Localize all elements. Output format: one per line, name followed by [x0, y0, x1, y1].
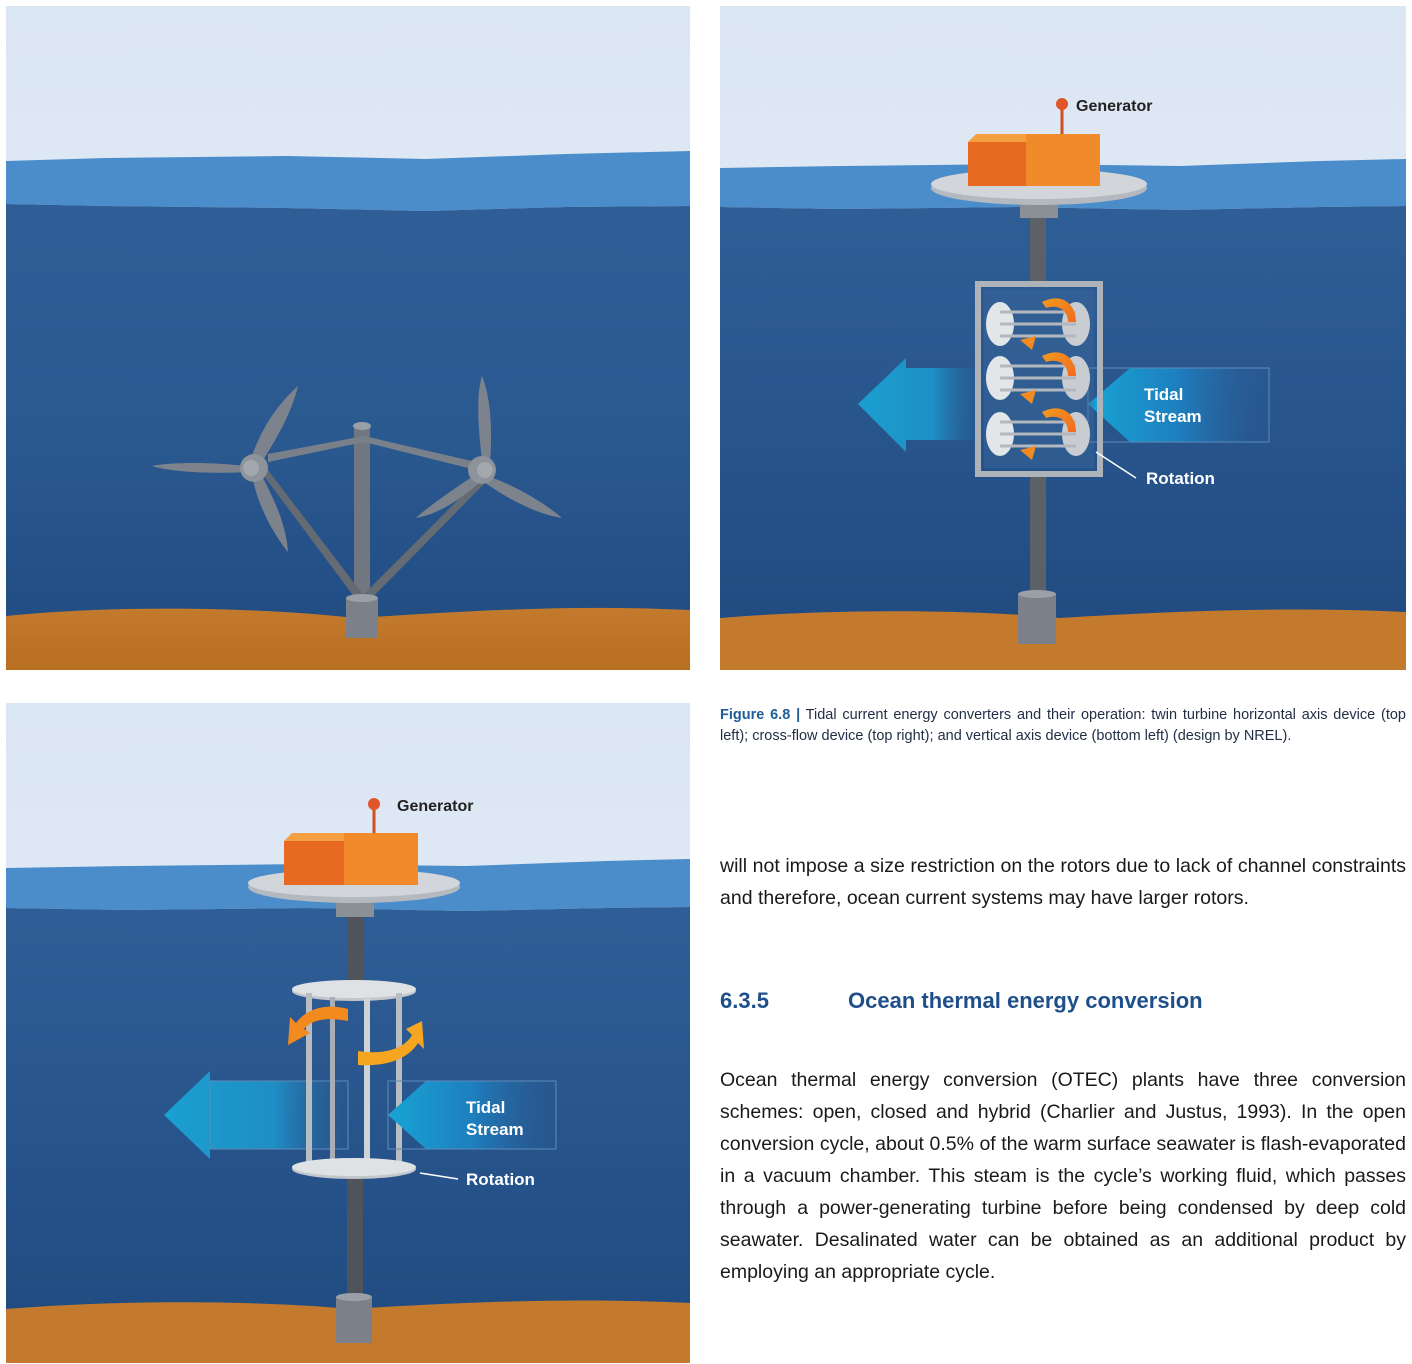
rotation-arrows: [288, 1006, 424, 1066]
seabed: [6, 607, 690, 670]
rotor-2: [986, 352, 1090, 404]
rotation-leader-line: [419, 1172, 459, 1180]
figure-panel-vertical-axis: Generator Tidal Stream Rotation: [6, 703, 690, 1363]
section-title: Ocean thermal energy conversion: [848, 988, 1203, 1013]
rotor-1: [986, 298, 1090, 350]
vertical-rotor-cage: [292, 980, 416, 1167]
tidal-stream-label-line2: Stream: [466, 1120, 524, 1139]
tidal-stream-label-line2: Stream: [1144, 407, 1202, 426]
tidal-stream-arrow: [1087, 367, 1270, 443]
paragraph-otec: Ocean thermal energy conversion (OTEC) p…: [720, 1069, 1406, 1283]
figure-number: Figure 6.8 |: [720, 707, 801, 723]
tidal-stream-label-line1: Tidal: [466, 1098, 505, 1117]
seabed: [720, 609, 1406, 670]
rotation-label: Rotation: [1146, 469, 1215, 488]
outflow-arrow: [858, 358, 984, 452]
figure-caption: Figure 6.8 | Tidal current energy conver…: [720, 705, 1406, 747]
tidal-stream-arrow: [387, 1080, 557, 1150]
section-heading: 6.3.5 Ocean thermal energy conversion: [720, 988, 1203, 1014]
right-rotor: [416, 376, 562, 518]
cross-flow-frame: [975, 281, 1103, 477]
sea-surface: [6, 151, 690, 211]
outflow-arrow: [164, 1071, 349, 1159]
paragraph-continuation: will not impose a size restriction on th…: [720, 855, 1406, 909]
generator-unit: [931, 98, 1147, 218]
rotor-3: [986, 408, 1090, 460]
tidal-stream-label-line1: Tidal: [1144, 385, 1183, 404]
caption-text: Tidal current energy converters and thei…: [720, 707, 1406, 744]
rotation-label: Rotation: [466, 1170, 535, 1189]
rotation-leader-line: [1095, 451, 1137, 479]
figure-panel-cross-flow: Generator Tidal Stream: [720, 6, 1406, 670]
left-rotor: [152, 386, 298, 552]
turbine-structure: [264, 422, 484, 638]
generator-unit: [248, 798, 460, 917]
generator-label: Generator: [1076, 98, 1152, 115]
figure-panel-twin-turbine: [6, 6, 690, 670]
deep-water: [6, 204, 690, 670]
generator-label: Generator: [397, 798, 473, 815]
section-number: 6.3.5: [720, 988, 769, 1013]
